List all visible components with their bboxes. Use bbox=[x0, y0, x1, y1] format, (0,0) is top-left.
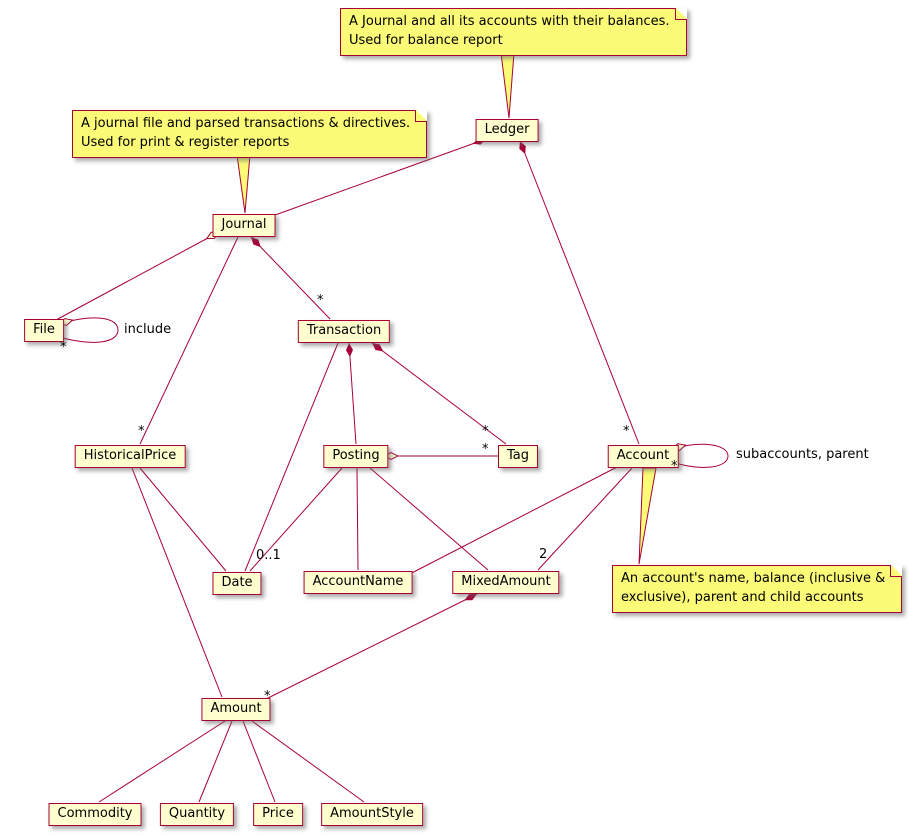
multiplicity-journal-file: * bbox=[60, 340, 67, 355]
note-fold-icon bbox=[890, 565, 903, 577]
note-text-line: Used for print & register reports bbox=[81, 135, 290, 150]
note-pointer-ledger bbox=[500, 52, 515, 119]
edge-amount-amountstyle bbox=[251, 720, 365, 803]
multiplicity-ledger-account: * bbox=[623, 424, 630, 439]
edge-transaction-tag bbox=[371, 342, 507, 445]
multiplicity-mixedamount-amount: * bbox=[264, 689, 271, 704]
class-node-mixedamount: MixedAmount bbox=[452, 571, 560, 594]
multiplicity-posting-date: 0..1 bbox=[256, 548, 281, 563]
note-fold-icon bbox=[674, 8, 687, 20]
edge-transaction-date bbox=[244, 342, 339, 572]
edge-transaction-posting bbox=[345, 342, 357, 445]
edge-amount-price bbox=[242, 720, 276, 803]
note-journal: A journal file and parsed transactions &… bbox=[72, 110, 428, 158]
class-node-file: File bbox=[24, 319, 64, 342]
class-node-price: Price bbox=[253, 803, 303, 826]
edge-account-accountname bbox=[403, 465, 620, 578]
multiplicity-journal-transaction: * bbox=[317, 293, 324, 308]
edge-label-subaccounts-parent: subaccounts, parent bbox=[736, 447, 869, 462]
class-node-amountstyle: AmountStyle bbox=[321, 803, 423, 826]
edge-posting-date bbox=[249, 467, 343, 572]
edge-historicalprice-date bbox=[139, 467, 227, 572]
class-node-commodity: Commodity bbox=[48, 803, 142, 826]
edge-label-include: include bbox=[124, 322, 172, 337]
multiplicity-journal-historicalprice: * bbox=[138, 424, 145, 439]
class-node-date: Date bbox=[212, 572, 262, 595]
note-text-line: A Journal and all its accounts with thei… bbox=[349, 14, 670, 29]
edge-journal-historicalprice bbox=[139, 236, 239, 445]
class-node-posting: Posting bbox=[323, 445, 389, 468]
edge-amount-commodity bbox=[98, 720, 226, 803]
class-node-journal: Journal bbox=[212, 214, 276, 237]
edge-account-self-subaccounts bbox=[672, 444, 729, 468]
note-text-line: Used for balance report bbox=[349, 33, 503, 48]
multiplicity-account-mixedamount: 2 bbox=[539, 547, 548, 562]
class-node-amount: Amount bbox=[201, 698, 271, 721]
edge-account-mixedamount bbox=[537, 467, 633, 571]
class-node-transaction: Transaction bbox=[297, 320, 391, 343]
note-text-line: An account's name, balance (inclusive & bbox=[621, 571, 886, 586]
note-text-line: A journal file and parsed transactions &… bbox=[81, 116, 411, 131]
class-node-historicalprice: HistoricalPrice bbox=[74, 445, 186, 468]
class-node-accountname: AccountName bbox=[303, 571, 413, 594]
edge-journal-transaction bbox=[250, 236, 331, 320]
multiplicity-transaction-tag: * bbox=[482, 424, 489, 439]
note-account: An account's name, balance (inclusive & … bbox=[612, 565, 903, 613]
edge-ledger-account bbox=[519, 140, 640, 445]
note-pointer-account bbox=[638, 467, 657, 565]
multiplicity-posting-tag: * bbox=[482, 442, 489, 457]
note-text-line: exclusive), parent and child accounts bbox=[621, 590, 864, 605]
edge-mixedamount-amount bbox=[261, 593, 478, 702]
note-pointer-journal bbox=[236, 154, 251, 214]
note-ledger: A Journal and all its accounts with thei… bbox=[340, 8, 687, 56]
edge-posting-accountname bbox=[356, 467, 359, 571]
edge-historicalprice-amount bbox=[131, 467, 223, 698]
edge-journal-file bbox=[55, 232, 219, 321]
edge-ledger-journal bbox=[263, 138, 487, 220]
edge-amount-quantity bbox=[198, 720, 233, 803]
note-fold-icon bbox=[415, 110, 428, 122]
multiplicity-account-self: * bbox=[671, 459, 678, 474]
class-node-tag: Tag bbox=[497, 445, 539, 468]
edge-posting-mixedamount bbox=[369, 467, 489, 571]
class-node-quantity: Quantity bbox=[159, 803, 235, 826]
class-node-ledger: Ledger bbox=[475, 119, 539, 142]
class-node-account: Account bbox=[607, 445, 679, 468]
edge-file-self-include bbox=[59, 317, 119, 343]
